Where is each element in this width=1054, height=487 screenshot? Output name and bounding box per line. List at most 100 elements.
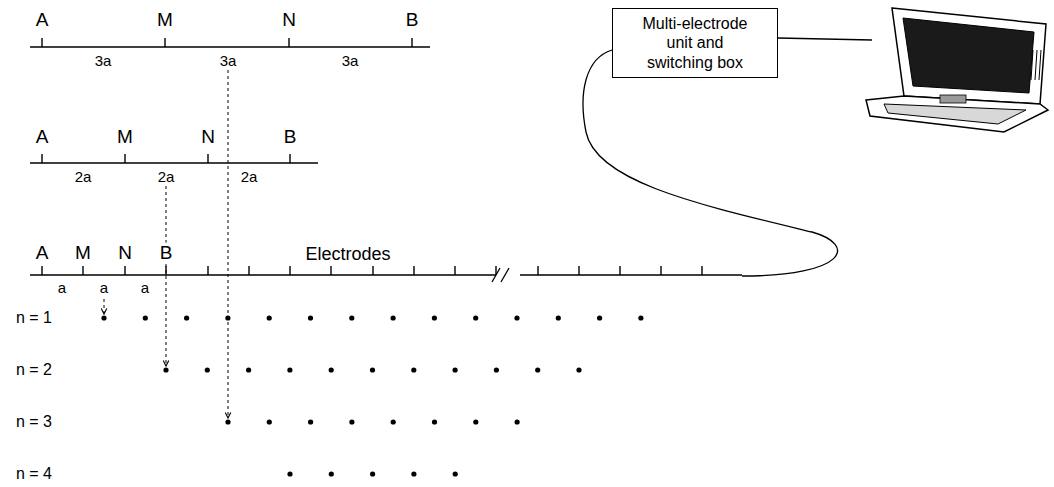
data-point — [370, 367, 375, 372]
electrode-tick — [413, 266, 414, 275]
data-point — [267, 419, 272, 424]
data-point — [432, 315, 437, 320]
spacing-label: 2a — [74, 169, 93, 186]
electrode-tick — [701, 266, 702, 275]
electrode-label: B — [283, 127, 298, 148]
electrode-tick — [495, 266, 496, 275]
electrode-tick — [660, 266, 661, 275]
electrode-label: N — [200, 127, 216, 148]
laptop-base — [866, 96, 1048, 132]
data-point — [638, 315, 643, 320]
electrode-label: N — [281, 10, 297, 31]
electrode-tick — [248, 266, 249, 275]
electrode-label: B — [159, 243, 174, 264]
electrode-label: N — [117, 243, 133, 264]
electrode-tick — [289, 266, 290, 275]
data-point — [473, 315, 478, 320]
laptop-drive — [940, 95, 966, 103]
data-point — [514, 315, 519, 320]
projection-arrow — [104, 299, 105, 314]
data-point — [205, 367, 210, 372]
electrode-label: B — [405, 10, 420, 31]
spacing-label: a — [99, 280, 109, 297]
data-point — [163, 367, 168, 372]
electrode-label: M — [74, 243, 92, 264]
data-point — [101, 315, 106, 320]
electrode-tick — [41, 266, 42, 275]
electrode-label: A — [35, 127, 50, 148]
computer-icon — [866, 8, 1048, 132]
electrode-tick — [288, 38, 289, 47]
data-point — [308, 419, 313, 424]
spacing-label: 2a — [157, 169, 176, 186]
spacing-label: a — [57, 280, 67, 297]
electrode-label: A — [35, 10, 50, 31]
break-mark — [492, 268, 509, 282]
data-point — [473, 419, 478, 424]
electrode-tick — [537, 266, 538, 275]
data-point — [494, 367, 499, 372]
spacing-label: a — [140, 280, 150, 297]
data-point — [576, 367, 581, 372]
data-point — [329, 471, 334, 476]
level-label: n = 1 — [15, 309, 53, 327]
laptop-keyboard — [884, 104, 1026, 124]
cable — [778, 38, 872, 40]
data-point — [453, 367, 458, 372]
electrode-tick — [289, 154, 290, 163]
spacing-label: 3a — [341, 53, 360, 70]
electrode-tick — [619, 266, 620, 275]
control-box: Multi-electrode unit and switching box — [612, 8, 778, 78]
data-point — [308, 315, 313, 320]
data-point — [411, 471, 416, 476]
data-point — [391, 419, 396, 424]
data-point — [287, 367, 292, 372]
level-label: n = 3 — [15, 413, 53, 431]
data-point — [597, 315, 602, 320]
electrode-line — [30, 162, 318, 163]
electrode-tick — [124, 154, 125, 163]
electrode-line — [30, 46, 430, 47]
electrode-label: M — [116, 127, 134, 148]
data-point — [515, 419, 520, 424]
laptop-vent — [1035, 50, 1037, 80]
data-point — [329, 367, 334, 372]
laptop-lid — [892, 8, 1046, 104]
laptop-screen — [903, 18, 1034, 93]
projection-arrow — [228, 70, 229, 418]
projection-arrow — [166, 186, 167, 366]
data-point — [411, 367, 416, 372]
data-point — [349, 419, 354, 424]
laptop-vent — [1039, 50, 1041, 80]
box-label: Multi-electrode unit and switching box — [635, 14, 755, 72]
electrode-tick — [41, 154, 42, 163]
data-point — [535, 367, 540, 372]
electrode-line — [30, 274, 496, 275]
electrode-tick — [330, 266, 331, 275]
electrode-label: M — [156, 10, 174, 31]
electrode-label: A — [35, 243, 50, 264]
electrode-tick — [82, 266, 83, 275]
electrode-tick — [578, 266, 579, 275]
electrode-tick — [207, 154, 208, 163]
data-point — [432, 419, 437, 424]
data-point — [370, 471, 375, 476]
data-point — [287, 471, 292, 476]
spacing-label: 2a — [240, 169, 259, 186]
level-label: n = 2 — [15, 361, 53, 379]
cable — [583, 50, 838, 276]
data-point — [267, 315, 272, 320]
electrode-tick — [41, 38, 42, 47]
data-point — [453, 471, 458, 476]
data-point — [143, 315, 148, 320]
level-label: n = 4 — [15, 465, 53, 483]
electrode-tick — [207, 266, 208, 275]
data-point — [246, 367, 251, 372]
electrode-tick — [164, 38, 165, 47]
data-point — [556, 315, 561, 320]
spacing-label: 3a — [94, 53, 113, 70]
electrode-tick — [454, 266, 455, 275]
electrode-line — [520, 274, 742, 275]
data-point — [225, 419, 230, 424]
